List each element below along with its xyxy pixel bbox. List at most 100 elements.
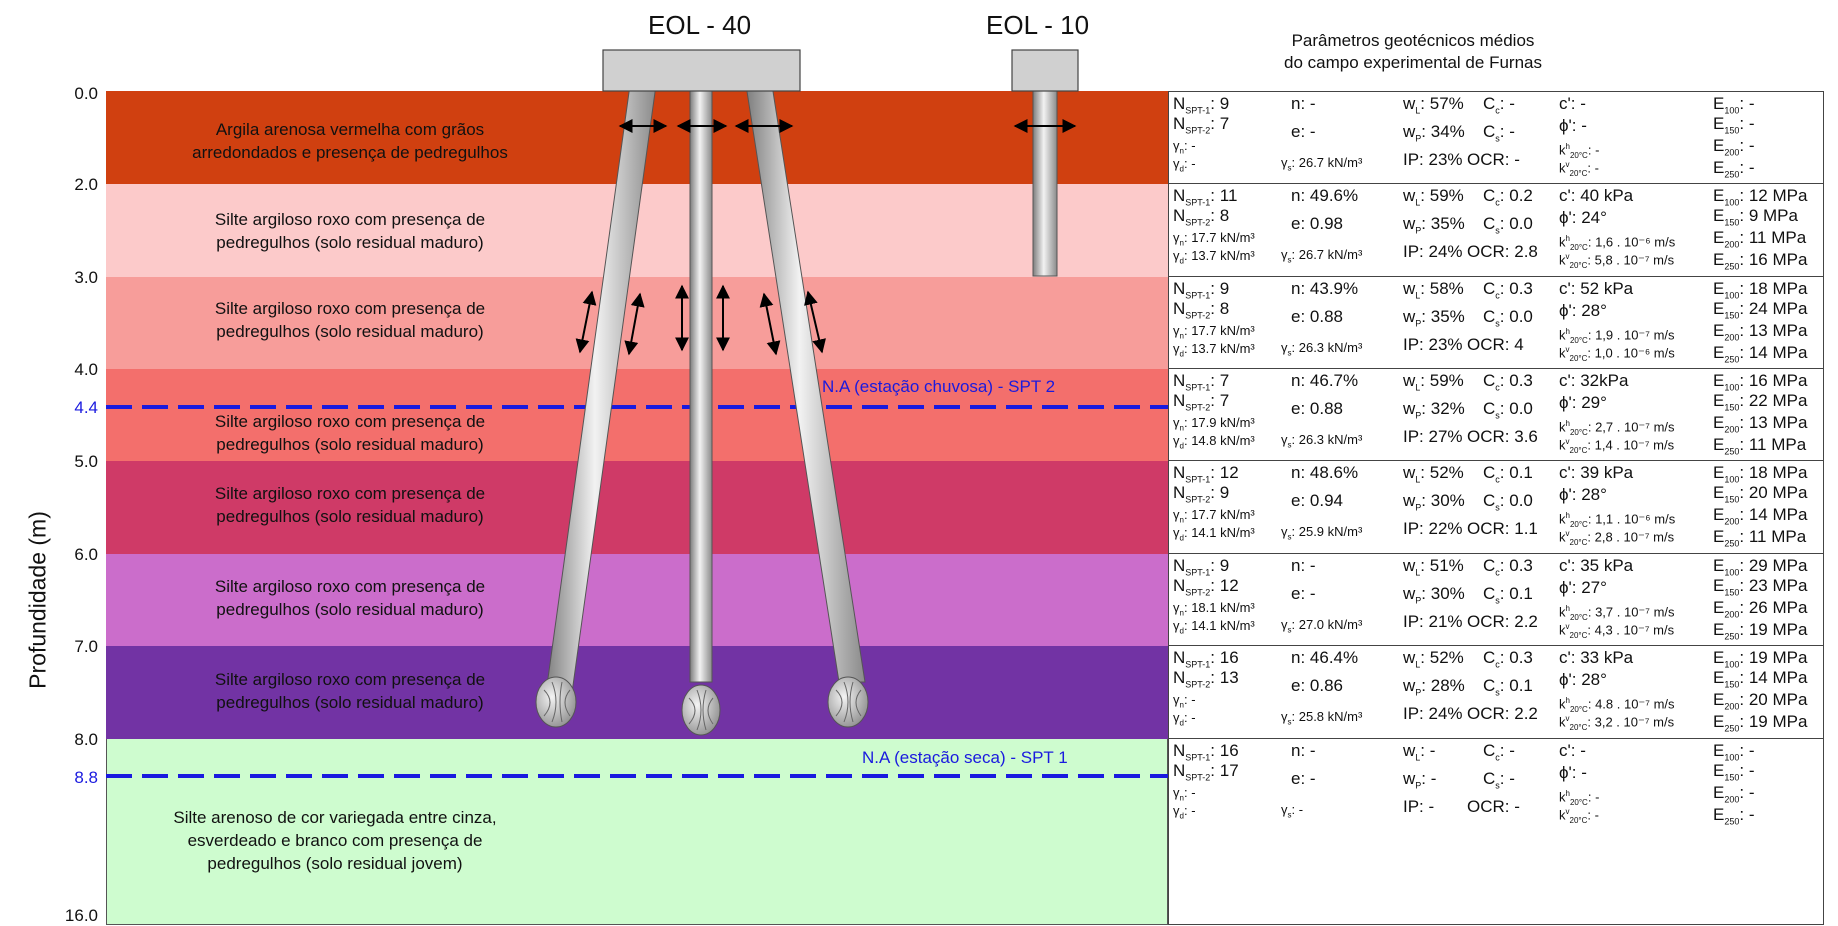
- param-nspt2: NSPT-2: 13: [1173, 668, 1239, 690]
- param-wp: wP: 28%: [1403, 676, 1465, 698]
- param-e150: E150: 24 MPa: [1713, 299, 1808, 321]
- param-ocr: OCR: 4: [1467, 335, 1524, 354]
- param-void-ratio: e: -: [1291, 122, 1316, 141]
- param-void-ratio: e: 0.94: [1291, 491, 1343, 510]
- param-kh: kh20°C: 1,1 . 10⁻⁶ m/s: [1559, 511, 1676, 529]
- param-e100: E100: 19 MPa: [1713, 648, 1808, 670]
- param-kv: kv20°C: 1,4 . 10⁻⁷ m/s: [1559, 437, 1675, 455]
- param-gamma-d: γd: -: [1173, 156, 1196, 174]
- param-wp: wP: 35%: [1403, 307, 1465, 329]
- param-porosity: n: -: [1291, 741, 1316, 760]
- param-gamma-n: γn: 17.7 kN/m³: [1173, 323, 1255, 341]
- param-porosity: n: 49.6%: [1291, 186, 1359, 205]
- param-cs: Cs: 0.0: [1483, 491, 1533, 513]
- param-friction-angle: ϕ': 27°: [1559, 578, 1607, 597]
- param-cc: Cc: -: [1483, 94, 1515, 116]
- param-wl: wL: 51%: [1403, 556, 1464, 578]
- param-cohesion: c': -: [1559, 741, 1586, 760]
- param-gamma-n: γn: 17.7 kN/m³: [1173, 507, 1255, 525]
- param-cc: Cc: 0.3: [1483, 279, 1533, 301]
- param-wp: wP: 32%: [1403, 399, 1465, 421]
- soil-layer-8: [106, 739, 1168, 925]
- param-ip: IP: 24%: [1403, 704, 1463, 723]
- param-e250: E250: -: [1713, 158, 1755, 180]
- param-gamma-n: γn: -: [1173, 692, 1196, 710]
- depth-tick: 5.0: [74, 452, 98, 471]
- layer-description: Silte argiloso roxo com presença de pedr…: [214, 299, 486, 341]
- param-ip: IP: -: [1403, 797, 1435, 816]
- param-friction-angle: ϕ': 24°: [1559, 208, 1607, 227]
- depth-tick: 7.0: [74, 637, 98, 656]
- param-kh: kh20°C: 3,7 . 10⁻⁷ m/s: [1559, 604, 1675, 622]
- param-e250: E250: 14 MPa: [1713, 343, 1808, 365]
- param-gamma-d: γd: 13.7 kN/m³: [1173, 248, 1255, 266]
- param-cohesion: c': 40 kPa: [1559, 186, 1634, 205]
- param-kv: kv20°C: 5,8 . 10⁻⁷ m/s: [1559, 252, 1675, 270]
- param-wl: wL: 57%: [1403, 94, 1464, 116]
- param-nspt2: NSPT-2: 9: [1173, 483, 1230, 505]
- param-e200: E200: 14 MPa: [1713, 505, 1808, 527]
- param-void-ratio: e: -: [1291, 584, 1316, 603]
- param-wp: wP: 35%: [1403, 214, 1465, 236]
- param-cc: Cc: 0.2: [1483, 186, 1533, 208]
- param-gamma-d: γd: -: [1173, 803, 1196, 821]
- param-e150: E150: -: [1713, 761, 1755, 783]
- param-e150: E150: 20 MPa: [1713, 483, 1808, 505]
- param-cc: Cc: -: [1483, 741, 1515, 763]
- param-kh: kh20°C: 1,6 . 10⁻⁶ m/s: [1559, 234, 1676, 252]
- param-gamma-d: γd: -: [1173, 710, 1196, 728]
- param-gamma-s: γs: 26.3 kN/m³: [1281, 340, 1363, 358]
- pile-cap: [602, 49, 801, 92]
- param-nspt2: NSPT-2: 7: [1173, 114, 1230, 136]
- param-void-ratio: e: 0.86: [1291, 676, 1343, 695]
- param-gamma-s: γs: 26.3 kN/m³: [1281, 432, 1363, 450]
- param-cohesion: c': 32kPa: [1559, 371, 1629, 390]
- param-e100: E100: -: [1713, 94, 1755, 116]
- param-e100: E100: 16 MPa: [1713, 371, 1808, 393]
- param-gamma-s: γs: 25.9 kN/m³: [1281, 524, 1363, 542]
- param-e250: E250: 11 MPa: [1713, 527, 1807, 549]
- param-wp: wP: 30%: [1403, 584, 1465, 606]
- param-nspt1: NSPT-1: 12: [1173, 463, 1239, 485]
- param-cs: Cs: 0.0: [1483, 307, 1533, 329]
- param-gamma-s: γs: 27.0 kN/m³: [1281, 617, 1363, 635]
- param-cs: Cs: 0.1: [1483, 676, 1533, 698]
- param-gamma-s: γs: -: [1281, 802, 1304, 820]
- param-gamma-d: γd: 14.8 kN/m³: [1173, 433, 1255, 451]
- param-wp: wP: 30%: [1403, 491, 1465, 513]
- param-void-ratio: e: -: [1291, 769, 1316, 788]
- param-e250: E250: -: [1713, 805, 1755, 827]
- param-cs: Cs: 0.1: [1483, 584, 1533, 606]
- param-e100: E100: 18 MPa: [1713, 279, 1808, 301]
- param-gamma-n: γn: 18.1 kN/m³: [1173, 600, 1255, 618]
- param-nspt1: NSPT-1: 16: [1173, 648, 1239, 670]
- param-ip: IP: 21%: [1403, 612, 1463, 631]
- param-e100: E100: 12 MPa: [1713, 186, 1808, 208]
- param-wp: wP: -: [1403, 769, 1437, 791]
- param-e100: E100: -: [1713, 741, 1755, 763]
- param-cc: Cc: 0.1: [1483, 463, 1533, 485]
- param-nspt2: NSPT-2: 7: [1173, 391, 1230, 413]
- param-kh: kh20°C: -: [1559, 789, 1600, 807]
- param-ip: IP: 22%: [1403, 519, 1463, 538]
- layer-description: Silte argiloso roxo com presença de pedr…: [214, 670, 486, 712]
- param-friction-angle: ϕ': 28°: [1559, 301, 1607, 320]
- param-porosity: n: 43.9%: [1291, 279, 1359, 298]
- depth-tick: 0.0: [74, 84, 98, 103]
- pile-title-eol-40: EOL - 40: [648, 10, 752, 40]
- params-title: Parâmetros geotécnicos médios do campo e…: [1284, 31, 1542, 72]
- param-ocr: OCR: 1.1: [1467, 519, 1538, 538]
- water-level-label-dry: N.A (estação seca) - SPT 1: [862, 748, 1068, 767]
- layer-description: Silte argiloso roxo com presença de pedr…: [214, 210, 486, 252]
- param-ip: IP: 24%: [1403, 242, 1463, 261]
- param-gamma-n: γn: 17.7 kN/m³: [1173, 230, 1255, 248]
- param-e100: E100: 29 MPa: [1713, 556, 1808, 578]
- param-wl: wL: 59%: [1403, 371, 1464, 393]
- param-cs: Cs: -: [1483, 122, 1515, 144]
